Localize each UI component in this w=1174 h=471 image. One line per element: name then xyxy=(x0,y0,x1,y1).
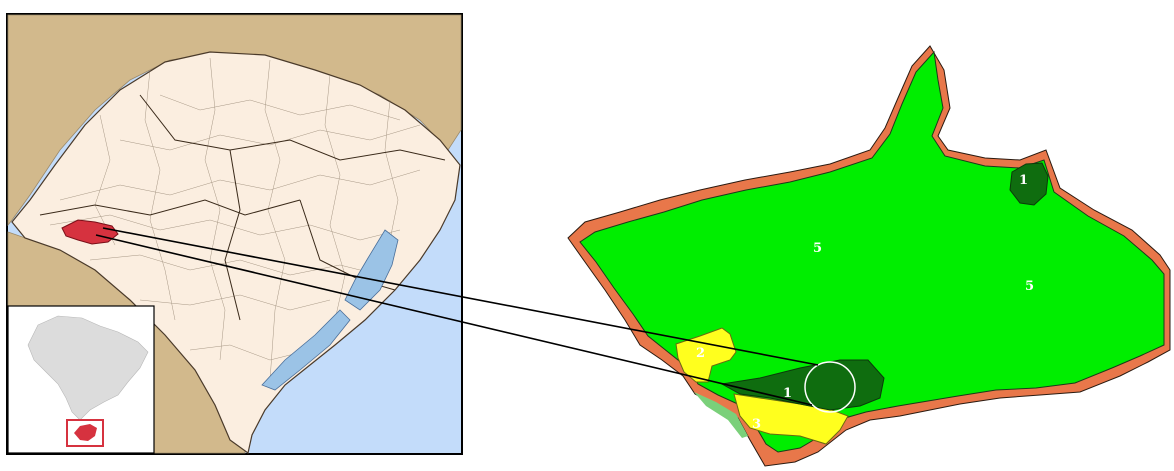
zone-1-south-area xyxy=(720,359,885,411)
connector-line-upper xyxy=(102,227,819,366)
zone-2-area xyxy=(675,327,737,383)
zone-label-5-center: 5 xyxy=(813,241,822,256)
lagoon-south xyxy=(261,309,351,391)
inset-state-marker xyxy=(66,419,104,447)
zone-label-2: 2 xyxy=(696,346,705,361)
zone-1-northeast-area xyxy=(1009,162,1049,206)
focus-circle-icon xyxy=(804,361,856,413)
lagoon-north xyxy=(344,229,399,311)
municipal-boundaries xyxy=(49,57,421,381)
zone-label-1-northeast: 1 xyxy=(1019,173,1028,188)
highlighted-municipality xyxy=(61,219,119,245)
edge-strip xyxy=(694,392,748,438)
locator-map xyxy=(6,13,463,455)
country-inset xyxy=(7,305,155,454)
connector-line-lower xyxy=(95,234,813,406)
connector-lines xyxy=(95,227,819,406)
zone-label-5-east: 5 xyxy=(1025,279,1034,294)
zoning-map: 5 5 1 2 1 3 xyxy=(567,45,1171,467)
inset-country xyxy=(27,315,149,421)
zone-label-3: 3 xyxy=(752,417,761,432)
zone-label-1-south: 1 xyxy=(783,386,792,401)
inset-state xyxy=(74,424,97,441)
